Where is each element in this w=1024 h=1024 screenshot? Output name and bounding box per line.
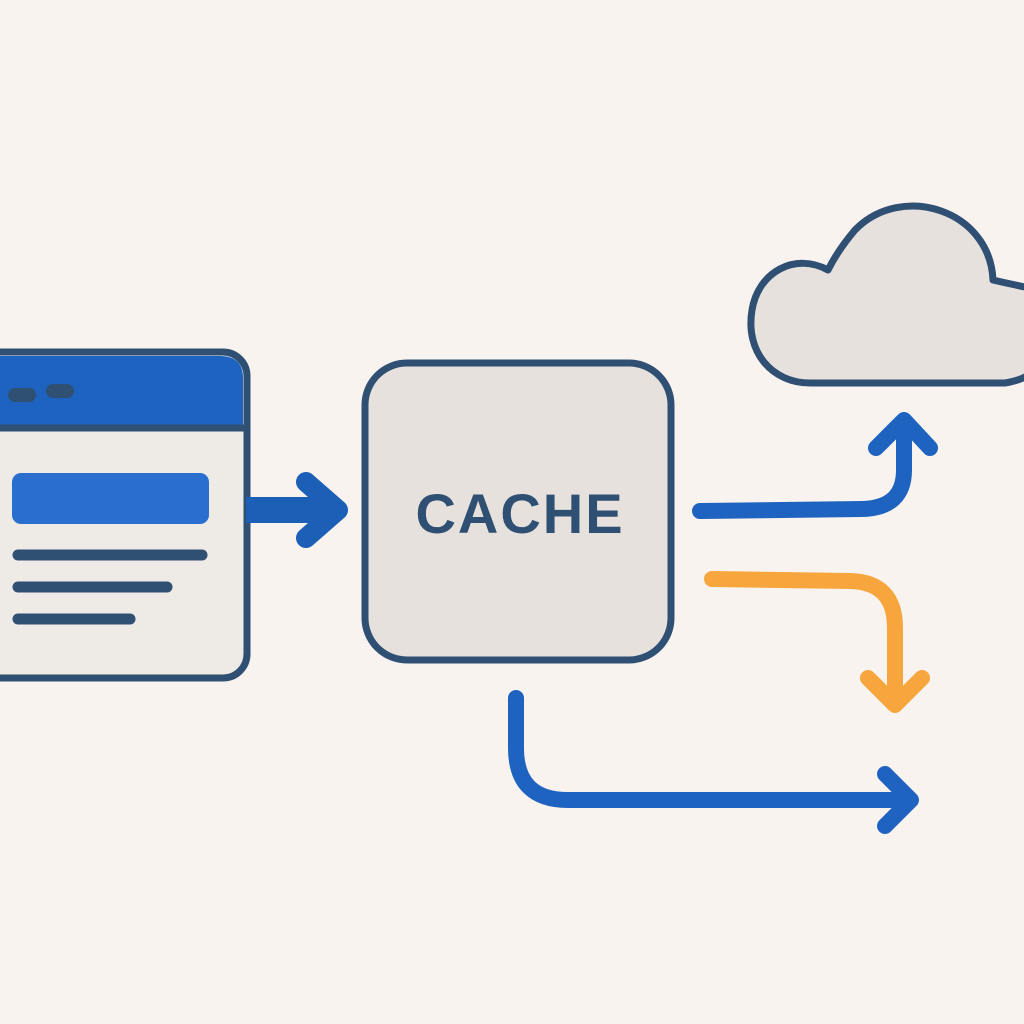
cloud-icon: [747, 202, 1024, 387]
arrow-head: [868, 412, 938, 456]
browser-to-cache-arrow: [246, 472, 348, 548]
cache-bottom-arrow: [508, 690, 919, 834]
browser-content-bar: [12, 473, 209, 524]
cache-box: [361, 359, 675, 664]
cache-miss-arrow: [704, 571, 930, 713]
browser-window-control-dot: [8, 388, 36, 402]
arrow-head: [860, 670, 930, 713]
arrow-shaft: [508, 690, 913, 808]
cache-node: CACHE: [361, 359, 675, 664]
arrow-head: [296, 472, 348, 548]
browser-window-icon: [0, 348, 251, 682]
arrow-shaft: [704, 571, 903, 703]
arrow-head: [877, 766, 919, 834]
cloud-shape: [747, 202, 1024, 387]
browser-window-titlebar: [0, 356, 243, 428]
arrow-shaft: [692, 422, 912, 519]
browser-window-control-dot: [46, 384, 74, 398]
cache-to-cloud-arrow: [692, 412, 938, 519]
cache-label: CACHE: [415, 482, 624, 545]
